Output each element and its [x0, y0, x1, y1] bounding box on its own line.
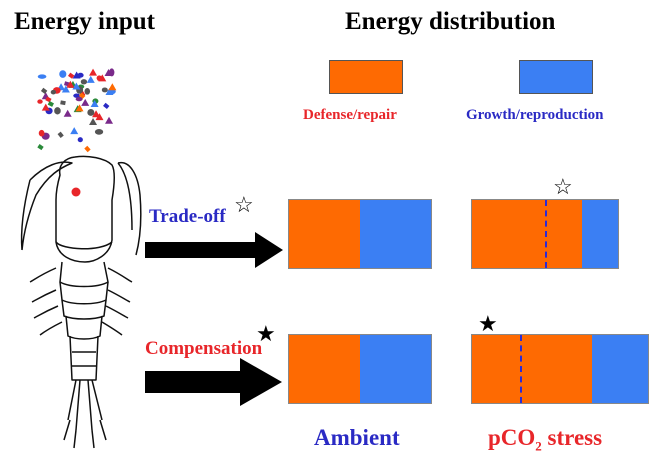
food-particle — [59, 70, 67, 78]
food-particle — [77, 72, 84, 78]
food-particle — [61, 85, 70, 93]
baseline-dashed-line — [519, 335, 522, 403]
energy-input-heading: Energy input — [14, 8, 156, 35]
ambient-label: Ambient — [314, 425, 400, 450]
defense-segment — [289, 335, 360, 403]
compensation-ambient-bar — [288, 334, 432, 404]
defense-segment — [289, 200, 360, 268]
baseline-dashed-line — [545, 200, 547, 268]
trade-off-star-icon: ☆ — [234, 192, 254, 217]
trade-off-stress-bar — [471, 199, 619, 269]
compensation-star-icon: ★ — [256, 321, 276, 346]
food-particle — [37, 144, 44, 151]
food-particle — [104, 69, 113, 77]
trade-off-label: Trade-off — [149, 206, 226, 227]
food-particle — [37, 74, 47, 79]
food-particle — [103, 102, 110, 110]
food-particle — [89, 68, 98, 76]
food-particle — [75, 104, 84, 112]
food-particle — [73, 93, 81, 98]
food-particle — [92, 110, 101, 118]
food-particle — [67, 72, 75, 79]
food-particle — [81, 98, 90, 106]
defense-repair-swatch — [329, 60, 403, 94]
food-particle — [77, 137, 83, 143]
growth-reproduction-label: Growth/reproduction — [466, 107, 604, 123]
defense-repair-label: Defense/repair — [303, 107, 397, 123]
food-particle — [101, 87, 108, 93]
food-particle — [94, 128, 104, 135]
defense-segment — [472, 200, 582, 268]
food-particle — [72, 82, 81, 90]
food-particle — [66, 80, 75, 88]
food-particle — [54, 107, 61, 115]
growth-segment — [591, 335, 648, 403]
food-particle — [78, 92, 86, 100]
compensation-bar-star-icon: ★ — [478, 311, 498, 336]
food-particle — [96, 75, 102, 81]
food-particle — [45, 96, 52, 103]
growth-segment — [360, 335, 431, 403]
food-particle — [86, 75, 95, 83]
pco2-stress-label: pCO2 stress — [488, 425, 603, 454]
food-particle — [90, 99, 99, 107]
energy-distribution-heading: Energy distribution — [345, 8, 556, 35]
food-particle — [47, 101, 54, 107]
food-particle — [70, 127, 79, 135]
food-particle — [87, 109, 95, 116]
food-particle — [38, 129, 45, 137]
compensation-stress-bar — [471, 334, 649, 404]
food-particle — [84, 145, 91, 153]
food-particle — [105, 116, 114, 124]
food-particle — [40, 87, 48, 94]
food-particle — [84, 87, 91, 95]
trade-off-ambient-bar — [288, 199, 432, 269]
food-particle — [63, 109, 72, 117]
growth-reproduction-swatch — [519, 60, 593, 94]
food-particle — [41, 103, 50, 111]
food-particle — [95, 113, 104, 121]
compensation-label: Compensation — [145, 338, 263, 359]
food-particle — [75, 96, 83, 102]
food-particle — [108, 83, 117, 91]
food-particle — [50, 89, 57, 95]
growth-segment — [360, 200, 431, 268]
food-particle — [57, 131, 64, 139]
food-particle — [80, 79, 88, 85]
defense-segment — [472, 335, 592, 403]
growth-segment — [581, 200, 618, 268]
food-particle — [37, 99, 43, 104]
food-particle — [60, 100, 66, 106]
food-particle — [89, 117, 98, 125]
trade-off-bar-star-icon: ☆ — [553, 174, 573, 199]
